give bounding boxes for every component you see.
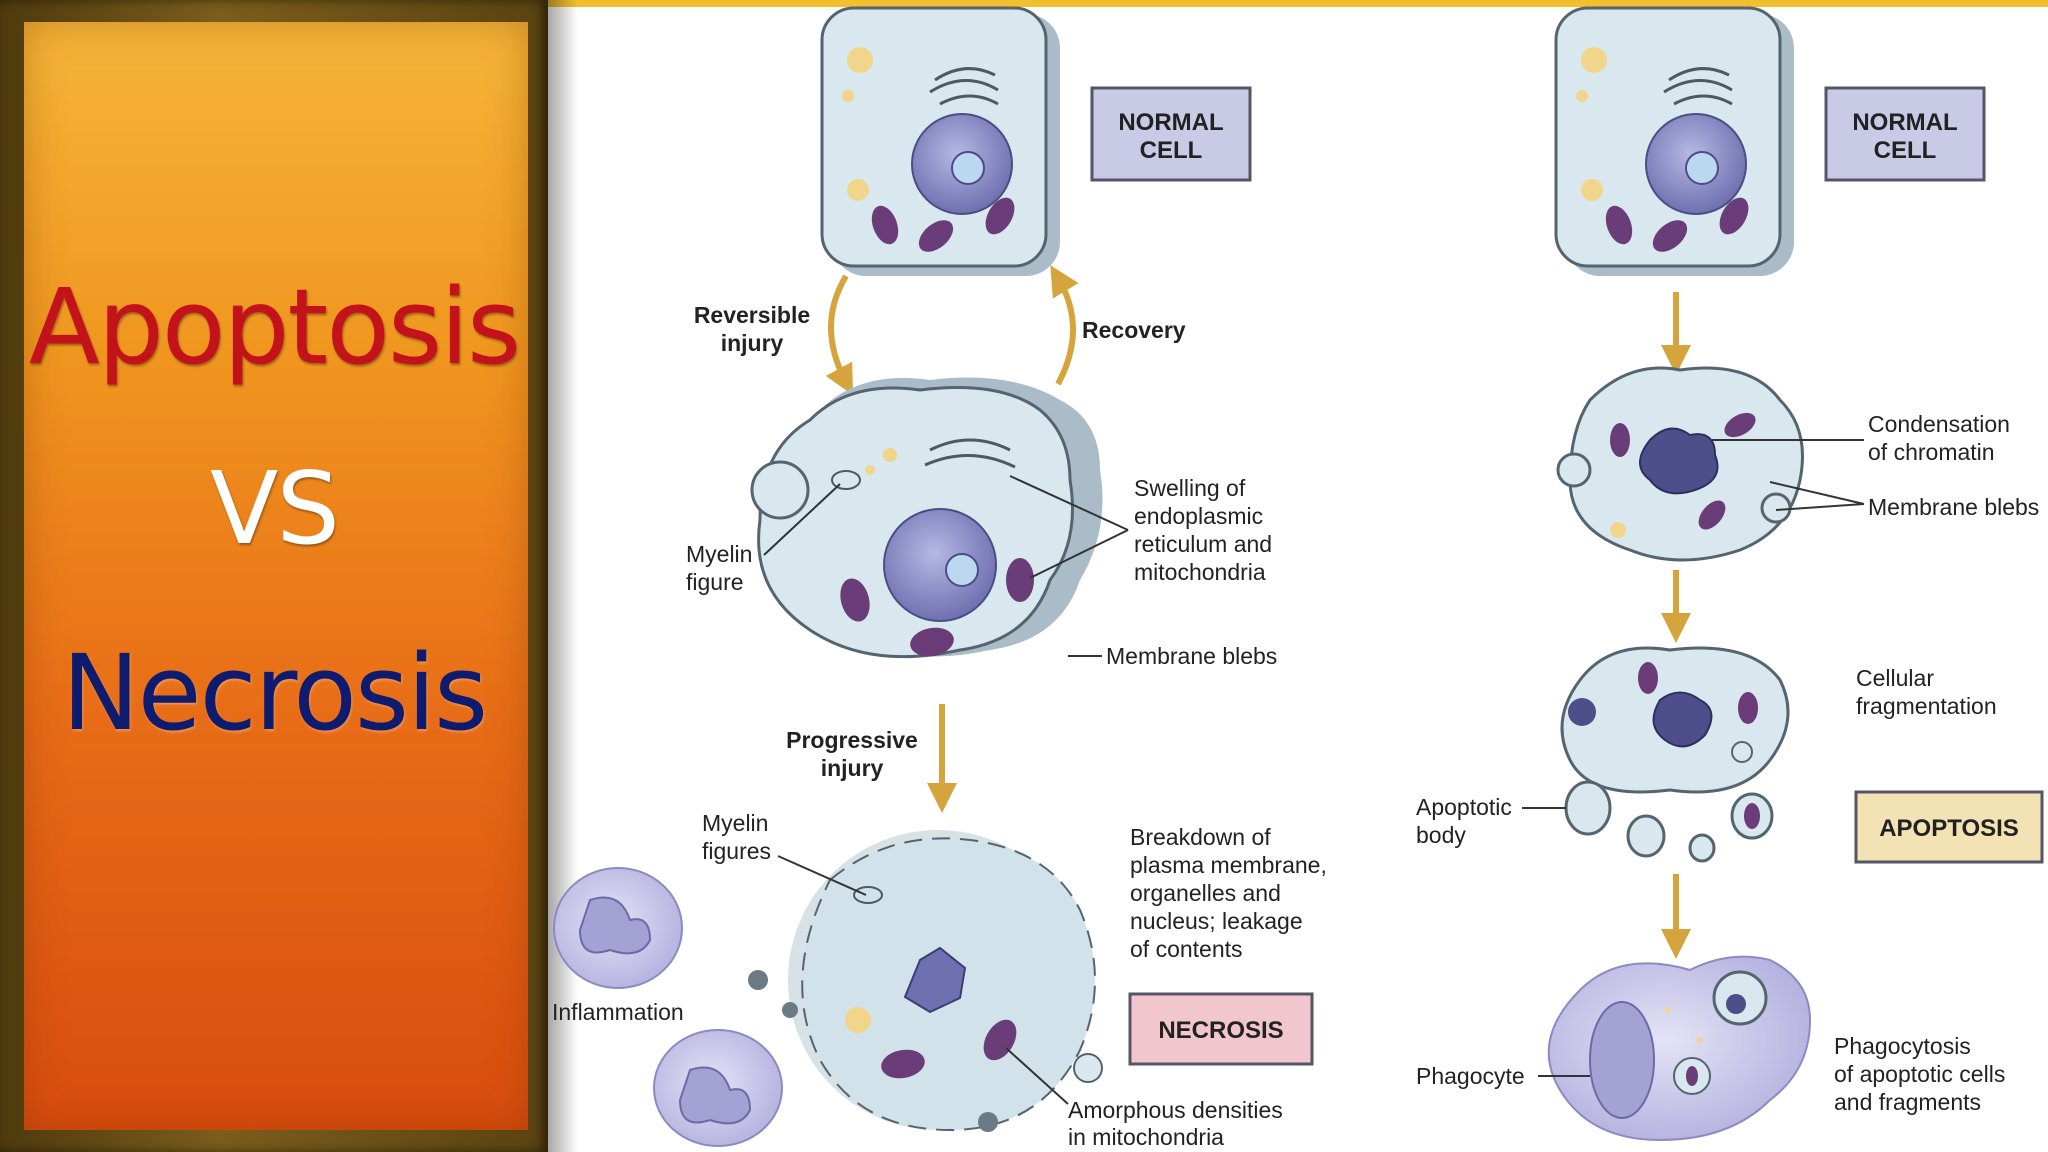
normal-cell-left [820, 6, 1060, 276]
cell-death-diagram: NORMAL CELL Reversible injury Recovery M… [552, 6, 2044, 1150]
recovery-label: Recovery [1082, 317, 1186, 343]
condensed-cell [1556, 366, 1804, 562]
apoptosis-membrane-blebs-label: Membrane blebs [1868, 494, 2039, 520]
necrosis-box [1128, 992, 1314, 1066]
necrosis-membrane-blebs-label: Membrane blebs [1106, 643, 1277, 669]
top-accent-line [548, 0, 2048, 7]
necrotic-cell [748, 830, 1103, 1132]
myelin-figure-label-2: figure [686, 569, 744, 595]
title-necrosis: Necrosis [61, 632, 488, 754]
swelling-leader-2 [1029, 529, 1129, 579]
phagocyte-cell [1547, 955, 1812, 1142]
swelling-label-2: endoplasmic [1134, 503, 1263, 529]
normal-cell-right [1554, 6, 1794, 276]
normal-cell-label-left-2: CELL [1140, 137, 1203, 164]
title-apoptosis: Apoptosis [28, 266, 521, 388]
normal-cell-box-right [1824, 86, 1986, 182]
breakdown-label-1: Breakdown of [1130, 824, 1271, 850]
normal-cell-box-left [1090, 86, 1252, 182]
condensation-label-2: of chromatin [1868, 439, 1995, 465]
normal-cell-label-right-2: CELL [1874, 137, 1937, 164]
apoptotic-body-label-2: body [1416, 822, 1466, 848]
inflammation-label: Inflammation [552, 999, 684, 1025]
apoptosis-box-label: APOPTOSIS [1879, 815, 2019, 842]
breakdown-label-5: of contents [1130, 936, 1243, 962]
myelin-leader [763, 483, 841, 556]
reversible-injury-label-1: Reversible [694, 302, 810, 328]
progressive-injury-label-1: Progressive [786, 727, 918, 753]
apoptosis-blebs-leader-1 [1769, 481, 1865, 505]
breakdown-label-3: organelles and [1130, 880, 1281, 906]
condensation-label-1: Condensation [1868, 411, 2010, 437]
breakdown-label-2: plasma membrane, [1130, 852, 1327, 878]
inflammatory-cells [553, 867, 783, 1147]
breakdown-label-4: nucleus; leakage [1130, 908, 1303, 934]
amorphous-leader [1005, 1047, 1069, 1105]
reversible-injury-label-2: injury [721, 330, 784, 356]
title-panel [24, 22, 528, 1130]
normal-cell-label-left-1: NORMAL [1118, 109, 1223, 136]
fragmenting-cell [1560, 646, 1790, 863]
fragmentation-label-1: Cellular [1856, 665, 1934, 691]
phagocytosis-label-1: Phagocytosis [1834, 1033, 1971, 1059]
apoptosis-blebs-leader-2 [1775, 503, 1865, 511]
swelling-leader-1 [1009, 475, 1129, 531]
fragmentation-label-2: fragmentation [1856, 693, 1997, 719]
swelling-label-1: Swelling of [1134, 475, 1246, 501]
myelin-figures-label-2: figures [702, 838, 771, 864]
reversible-injury-arrow [825, 274, 854, 396]
swollen-cell [750, 377, 1103, 659]
swelling-label-4: mitochondria [1134, 559, 1266, 585]
title-vs: VS [210, 450, 340, 567]
amorphous-label-2: in mitochondria [1068, 1124, 1224, 1150]
apoptotic-body-label-1: Apoptotic [1416, 794, 1512, 820]
amorphous-label-1: Amorphous densities [1068, 1097, 1283, 1123]
phagocytosis-label-2: of apoptotic cells [1834, 1061, 2005, 1087]
normal-cell-label-right-1: NORMAL [1852, 109, 1957, 136]
recovery-arrow [1050, 265, 1079, 386]
apoptosis-box [1854, 790, 2044, 864]
myelin-figures-label-1: Myelin [702, 810, 768, 836]
myelin-figure-label-1: Myelin [686, 541, 752, 567]
phagocytosis-label-3: and fragments [1834, 1089, 1981, 1115]
swelling-label-3: reticulum and [1134, 531, 1272, 557]
necrosis-box-label: NECROSIS [1158, 1017, 1283, 1044]
title-frame [0, 0, 548, 1152]
phagocyte-label: Phagocyte [1416, 1063, 1525, 1089]
myelin-figures-leader [777, 855, 867, 896]
progressive-injury-label-2: injury [821, 755, 884, 781]
